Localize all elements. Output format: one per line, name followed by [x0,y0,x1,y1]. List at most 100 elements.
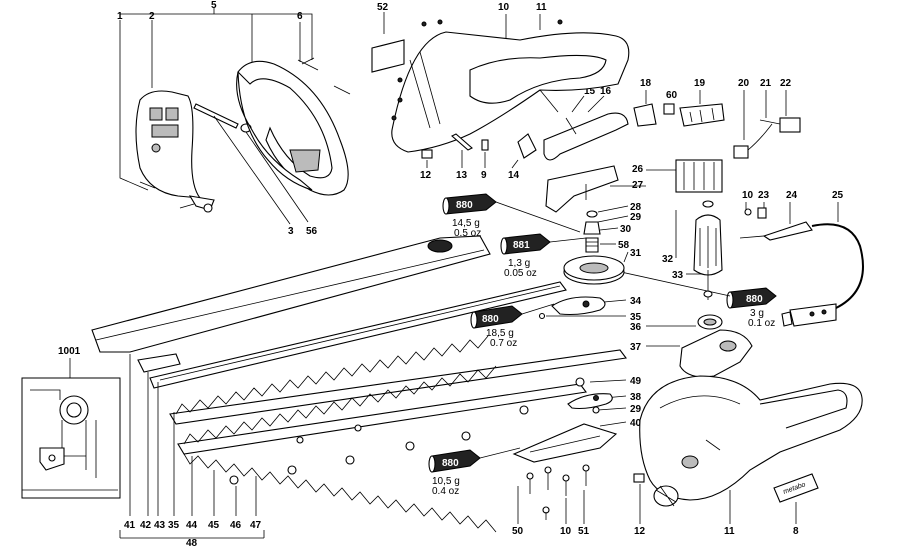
label-24: 24 [786,190,798,201]
field-coil-part [675,159,723,193]
label-37: 37 [630,342,642,353]
motor-housing-body [639,375,863,507]
part-42 [137,353,181,373]
label-35-mid: 35 [630,312,642,323]
label-18: 18 [640,78,652,89]
label-49: 49 [630,376,642,387]
lube-amount-oz-2: 0.05 oz [504,268,537,279]
switch-parts [633,103,801,159]
label-36: 36 [630,322,642,333]
label-15: 15 [584,86,596,97]
label-21: 21 [760,78,772,89]
label-50: 50 [512,526,524,537]
lube-amount-oz-5: 0.4 oz [432,486,459,497]
lube-amount-g-3: 3 g [750,308,764,319]
callout-lines-top-mid [383,12,605,113]
label-31: 31 [630,248,642,259]
lube-code-4: 880 [482,314,499,325]
lube-tube-1: 880 [442,193,497,215]
label-9: 9 [481,170,487,181]
label-29-mid: 29 [630,404,642,415]
part-12-top [421,149,433,159]
lube-tube-4: 880 [470,305,523,329]
link-plate-38 [567,393,613,414]
label-10-cord: 10 [742,190,754,201]
label-8: 8 [793,526,799,537]
lube-amount-oz-4: 0.7 oz [490,338,517,349]
part-9 [481,139,489,151]
screw-10 [744,208,752,216]
gear-cover-51 [512,423,618,463]
lube-code-5: 880 [442,458,459,469]
lube-tube-2: 881 [500,233,551,255]
switch-lever-part [543,112,629,161]
wiring-inset [21,377,121,499]
label-10-bottom: 10 [560,526,572,537]
label-10-top: 10 [498,2,510,13]
part-14 [517,133,537,159]
label-28: 28 [630,202,642,213]
part-12-bottom [633,473,645,483]
label-60: 60 [666,90,678,101]
bottom-callout-lines [119,354,797,539]
blade-bar-2 [149,281,567,389]
label-11-top: 11 [536,2,547,13]
label-44: 44 [186,520,198,531]
label-11-bottom: 11 [724,526,735,537]
label-33: 33 [672,270,684,281]
label-35-bottom: 35 [168,520,180,531]
label-23: 23 [758,190,770,201]
lube-amount-g-5: 10,5 g [432,476,460,487]
callout-lines-top-left [119,8,313,191]
label-38: 38 [630,392,642,403]
label-13: 13 [456,170,468,181]
label-32: 32 [662,254,674,265]
connecting-plate-part [538,296,723,330]
label-25: 25 [832,190,844,201]
label-1001: 1001 [58,346,81,357]
power-cord-part [739,221,864,327]
armature-part [693,200,723,300]
label-48: 48 [186,538,198,547]
gear-housing-part-37 [679,329,753,378]
label-22: 22 [780,78,792,89]
label-51: 51 [578,526,590,537]
label-1: 1 [117,11,123,22]
label-19: 19 [694,78,706,89]
label-6: 6 [297,11,303,22]
label-3: 3 [288,226,294,237]
label-34: 34 [630,296,642,307]
label-45: 45 [208,520,220,531]
label-16: 16 [600,86,612,97]
bottom-screws [526,464,590,520]
bolt-part [193,103,309,225]
lube-code-3: 880 [746,294,763,305]
lube-amount-oz-3: 0.1 oz [748,318,775,329]
lube-code-2: 881 [513,240,530,251]
lube-amount-oz-1: 0.5 oz [454,228,481,239]
label-52: 52 [377,2,389,13]
label-30: 30 [620,224,632,235]
brand-sticker: metabo [773,473,819,503]
lube-amount-g-4: 18,5 g [486,328,514,339]
label-12-top: 12 [420,170,432,181]
motor-housing-half-part [371,19,630,153]
hand-guard-part [135,90,215,213]
label-26: 26 [632,164,644,175]
blade-guard-bar [91,235,491,353]
gear-bracket-part [545,165,619,213]
label-56: 56 [306,226,318,237]
lube-tube-5: 880 [428,449,481,473]
pin-part [451,133,473,151]
label-40: 40 [630,418,642,429]
label-41: 41 [124,520,136,531]
label-42: 42 [140,520,152,531]
label-29-top: 29 [630,212,642,223]
label-2: 2 [149,11,155,22]
label-58: 58 [618,240,630,251]
label-12-bottom: 12 [634,526,646,537]
label-20: 20 [738,78,750,89]
front-handle-part [236,57,351,196]
